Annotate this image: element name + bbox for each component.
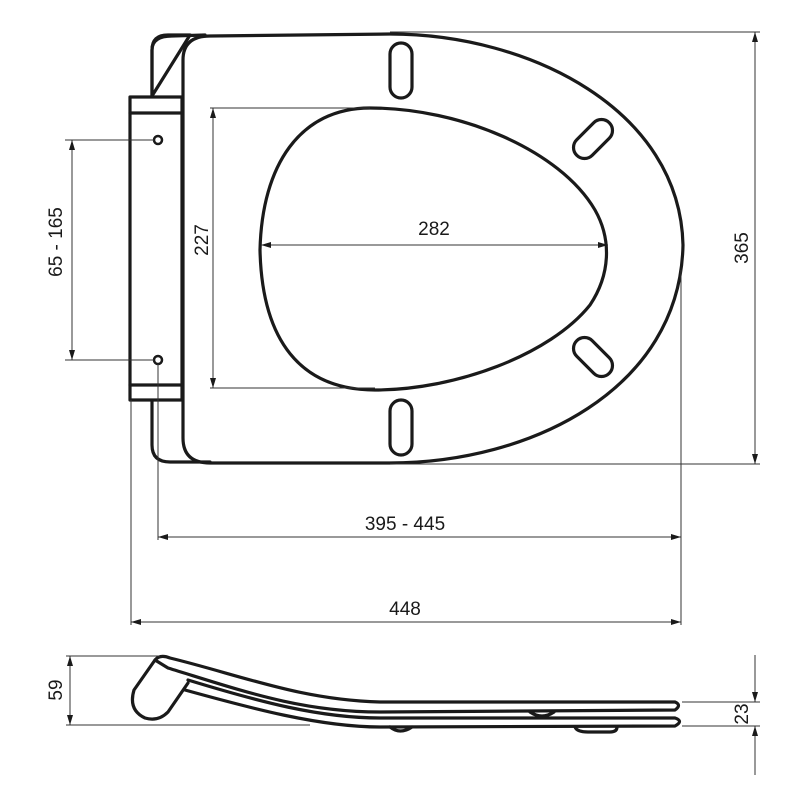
lid-layer — [153, 654, 681, 714]
slot-upper-right — [571, 117, 615, 161]
hinge-knuckle — [130, 658, 190, 721]
seat-outer-outline — [181, 32, 685, 465]
dim-seat-thickness: 23 — [732, 703, 753, 724]
side-view — [130, 654, 682, 734]
seat-inner-opening — [258, 106, 609, 392]
dim-overall-length: 448 — [389, 599, 421, 620]
lid-back-edge — [150, 33, 207, 99]
dim-hinge-height: 59 — [46, 679, 67, 700]
dim-overall-width: 365 — [732, 232, 753, 264]
dim-hinge-spacing: 65 - 165 — [46, 207, 67, 277]
slot-top — [388, 41, 414, 100]
bumper-2 — [528, 710, 556, 718]
top-view — [128, 32, 685, 465]
bumper-3 — [573, 725, 619, 734]
dim-inner-width: 282 — [418, 219, 450, 240]
bumper-1 — [388, 725, 414, 733]
dimensions-top-view: 65 - 165 227 282 365 395 - 445 448 — [46, 31, 760, 625]
dim-inner-length: 227 — [192, 224, 213, 256]
dim-fixing-length: 395 - 445 — [365, 514, 445, 535]
dimensions-side-view: 59 23 — [46, 655, 760, 775]
slot-lower-right — [571, 335, 615, 379]
lid-back-edge-bottom — [150, 398, 212, 464]
slot-bottom — [388, 398, 414, 457]
seat-layer — [183, 678, 682, 729]
hinge-bar — [128, 95, 184, 402]
